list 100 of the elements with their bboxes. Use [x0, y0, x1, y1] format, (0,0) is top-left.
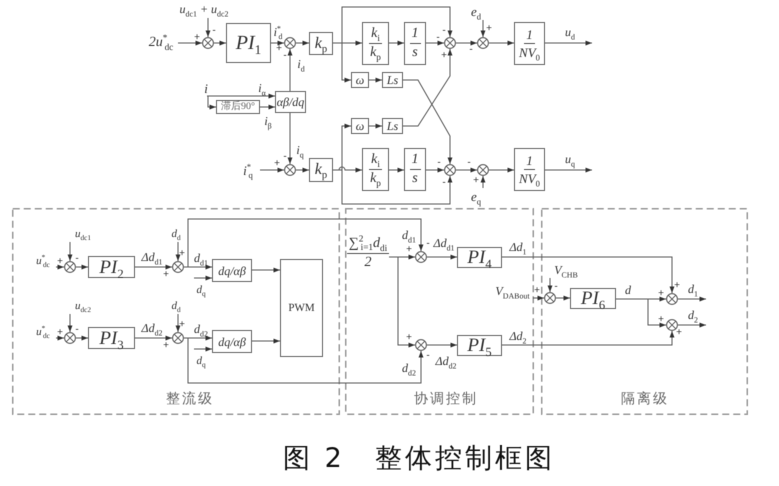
formula-label: ∑$^{2}$$_{i=1}$d$_{di}$ 2	[347, 224, 389, 282]
summing-junction	[172, 261, 184, 273]
signal-label: e$_{d}$	[466, 3, 486, 20]
frame-title: 协调控制	[414, 393, 478, 407]
sign-label: +	[163, 341, 169, 351]
sign-label: -	[75, 325, 79, 335]
signal-arrow	[368, 78, 382, 82]
sign-label: -	[554, 282, 558, 292]
signal-arrow	[176, 242, 180, 262]
dashed-frame	[12, 208, 340, 415]
signal-arrow	[388, 168, 404, 172]
transform-block: dq/αβ	[212, 259, 252, 282]
sign-label: +	[194, 33, 200, 43]
signal-arrow	[368, 124, 382, 128]
signal-arrow	[532, 296, 544, 300]
sign-label: -	[437, 158, 441, 168]
summing-junction	[666, 293, 678, 305]
signal-arrow	[208, 96, 216, 110]
summing-junction	[202, 37, 214, 49]
signal-arrow	[260, 104, 276, 110]
signal-label: u$_{dc1}$ + u$_{dc2}$	[176, 0, 232, 18]
signal-arrow	[260, 168, 284, 172]
signal-arrow	[288, 48, 292, 92]
signal-label: d	[625, 284, 631, 296]
signal-arrow	[388, 40, 404, 46]
signal-arrow	[480, 20, 486, 38]
pwm-block: PWM	[280, 259, 323, 357]
sign-label: -	[467, 158, 471, 168]
summing-junction	[477, 164, 489, 176]
sign-label: +	[534, 286, 540, 296]
summing-junction	[444, 164, 456, 176]
signal-label: d$_{d1}$	[402, 229, 416, 241]
transfer-function-block: 1 NV$_{0}$	[514, 22, 545, 65]
signal-label: u$_{dc2}$	[68, 298, 98, 314]
signal-label: d$_{d}$	[166, 226, 186, 242]
sign-label: +	[179, 320, 185, 330]
signal-arrow	[56, 336, 64, 340]
signal-arrow	[402, 48, 452, 126]
summing-junction	[172, 332, 184, 344]
signal-arrow	[252, 338, 280, 344]
sign-label: -	[426, 239, 430, 249]
sign-label: +	[163, 270, 169, 280]
signal-arrow	[134, 264, 172, 270]
signal-label: i$_{α}$	[258, 82, 266, 94]
signal-label: Δd$_{d2}$	[142, 322, 162, 334]
summing-junction	[666, 319, 678, 331]
sign-label: +	[486, 24, 492, 34]
signal-arrow	[456, 168, 478, 172]
dashed-frame	[541, 208, 748, 415]
pi-controller-block: PI$_{2}$	[88, 256, 135, 278]
signal-label: d$_{q}$	[192, 278, 210, 296]
signal-label: d$_{q}$	[192, 349, 210, 367]
signal-label: Δd$_{d1}$	[434, 237, 454, 249]
transfer-function-block: k$_{i}$ k$_{p}$	[362, 148, 389, 191]
signal-arrow	[270, 40, 284, 46]
summing-junction	[64, 332, 76, 344]
sign-label: +	[179, 249, 185, 259]
sign-label: +	[276, 44, 282, 54]
signal-label: i	[200, 80, 212, 96]
signal-label: i$_{d}$	[297, 58, 305, 70]
sign-label: +	[676, 328, 682, 338]
signal-arrow	[502, 330, 674, 346]
signal-arrow	[252, 268, 280, 272]
signal-arrow	[544, 168, 592, 172]
transform-block: dq/αβ	[212, 330, 252, 353]
signal-arrow	[206, 18, 210, 38]
frame-title: 隔离级	[621, 393, 669, 407]
signal-label: u$_{dc1}$	[68, 226, 98, 242]
transform-block: αβ/dq	[275, 91, 306, 113]
signal-arrow	[68, 314, 72, 332]
signal-arrow	[678, 322, 706, 328]
signal-arrow	[456, 40, 478, 46]
transfer-function-block: 1 s	[404, 148, 426, 191]
sign-label: -	[469, 45, 473, 55]
sign-label: -	[442, 178, 446, 188]
sign-label: -	[212, 26, 216, 36]
signal-arrow	[678, 296, 706, 302]
signal-arrow	[488, 40, 514, 46]
summing-junction	[415, 251, 427, 263]
signal-label: Δd$_{1}$	[510, 241, 526, 253]
signal-arrow	[176, 314, 180, 332]
gain-block: ω	[351, 72, 369, 88]
signal-arrow	[288, 112, 292, 164]
signal-arrow	[178, 40, 202, 46]
sign-label: -	[426, 351, 430, 361]
sign-label: -	[442, 26, 446, 36]
sign-label: -	[283, 51, 287, 61]
figure-caption: 图 2 整体控制框图	[283, 444, 555, 474]
frame-title: 整流级	[166, 393, 214, 407]
transfer-function-block: 1 NV$_{0}$	[514, 148, 545, 191]
sign-label: +	[658, 315, 664, 325]
signal-arrow	[544, 40, 592, 46]
signal-arrow	[296, 40, 310, 46]
sign-label: +	[674, 281, 680, 291]
signal-label: d$_{d}$	[166, 298, 186, 314]
transfer-function-block: Ls	[382, 72, 403, 88]
summing-junction	[64, 261, 76, 273]
signal-arrow	[68, 242, 72, 262]
signal-arrow	[480, 176, 486, 188]
sign-label: +	[473, 176, 479, 186]
